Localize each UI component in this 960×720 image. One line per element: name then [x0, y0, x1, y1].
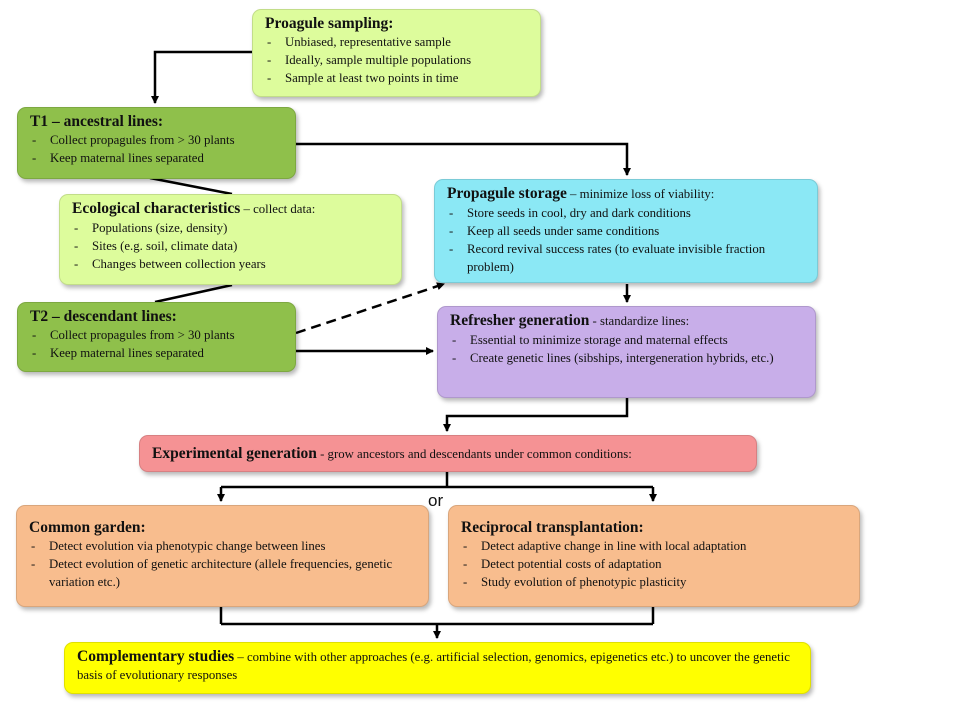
complementary-subtitle: – combine with other approaches (e.g. ar… [77, 650, 790, 682]
sampling-box: Proagule sampling: Unbiased, representat… [252, 9, 541, 97]
t2-box: T2 – descendant lines: Collect propagule… [17, 302, 296, 372]
list-item: Create genetic lines (sibships, intergen… [450, 349, 805, 367]
list-item: Keep maternal lines separated [30, 149, 285, 167]
t1-list: Collect propagules from > 30 plants Keep… [30, 131, 285, 167]
storage-subtitle: – minimize loss of viability: [566, 187, 715, 201]
complementary-box: Complementary studies – combine with oth… [64, 642, 811, 694]
t2-title: T2 – descendant lines: [30, 308, 177, 325]
list-item: Study evolution of phenotypic plasticity [461, 573, 849, 591]
common-garden-title: Common garden: [29, 519, 146, 536]
list-item: Unbiased, representative sample [265, 33, 530, 51]
refresher-heading: Refresher generation [450, 312, 590, 329]
experimental-heading: Experimental generation [152, 445, 317, 462]
experimental-title: Experimental generation - grow ancestors… [152, 444, 746, 464]
ecology-subtitle: – collect data: [240, 202, 316, 216]
list-item: Detect evolution of genetic architecture… [29, 555, 418, 591]
sampling-list: Unbiased, representative sample Ideally,… [265, 33, 530, 87]
list-item: Detect adaptive change in line with loca… [461, 537, 849, 555]
common-garden-box: Common garden: Detect evolution via phen… [16, 505, 429, 607]
experimental-subtitle: - grow ancestors and descendants under c… [316, 447, 632, 461]
storage-heading: Propagule storage [447, 185, 567, 202]
storage-title: Propagule storage – minimize loss of via… [447, 184, 807, 204]
list-item: Keep all seeds under same conditions [447, 222, 807, 240]
experimental-box: Experimental generation - grow ancestors… [139, 435, 757, 472]
refresher-box: Refresher generation - standardize lines… [437, 306, 816, 398]
sampling-title: Proagule sampling: [265, 15, 394, 32]
storage-list: Store seeds in cool, dry and dark condit… [447, 204, 807, 276]
refresher-subtitle: - standardize lines: [589, 314, 690, 328]
ecology-list: Populations (size, density) Sites (e.g. … [72, 219, 391, 273]
refresher-list: Essential to minimize storage and matern… [450, 331, 805, 367]
list-item: Record revival success rates (to evaluat… [447, 240, 807, 276]
ecology-heading: Ecological characteristics [72, 200, 241, 217]
ecology-title: Ecological characteristics – collect dat… [72, 199, 391, 219]
list-item: Keep maternal lines separated [30, 344, 285, 362]
list-item: Changes between collection years [72, 255, 391, 273]
arrow-t1-to-storage [296, 142, 631, 176]
ecology-box: Ecological characteristics – collect dat… [59, 194, 402, 285]
list-item: Sites (e.g. soil, climate data) [72, 237, 391, 255]
arrow-t2-to-storage-dashed [295, 282, 445, 335]
arrow-sampling-to-t1 [151, 50, 252, 104]
list-item: Collect propagules from > 30 plants [30, 131, 285, 149]
storage-box: Propagule storage – minimize loss of via… [434, 179, 818, 283]
arrow-refresher-to-experimental [443, 398, 629, 432]
list-item: Populations (size, density) [72, 219, 391, 237]
or-label: or [428, 491, 444, 510]
common-garden-list: Detect evolution via phenotypic change b… [29, 537, 418, 591]
list-item: Collect propagules from > 30 plants [30, 326, 285, 344]
refresher-title: Refresher generation - standardize lines… [450, 311, 805, 331]
list-item: Essential to minimize storage and matern… [450, 331, 805, 349]
reciprocal-title: Reciprocal transplantation: [461, 519, 644, 536]
t1-box: T1 – ancestral lines: Collect propagules… [17, 107, 296, 179]
complementary-heading: Complementary studies [77, 648, 235, 665]
list-item: Ideally, sample multiple populations [265, 51, 530, 69]
t1-title: T1 – ancestral lines: [30, 113, 164, 130]
connector-t1-ecology [149, 176, 233, 196]
reciprocal-list: Detect adaptive change in line with loca… [461, 537, 849, 591]
complementary-text: Complementary studies – combine with oth… [77, 647, 800, 684]
list-item: Sample at least two points in time [265, 69, 530, 87]
reciprocal-box: Reciprocal transplantation: Detect adapt… [448, 505, 860, 607]
list-item: Store seeds in cool, dry and dark condit… [447, 204, 807, 222]
t2-list: Collect propagules from > 30 plants Keep… [30, 326, 285, 362]
list-item: Detect potential costs of adaptation [461, 555, 849, 573]
list-item: Detect evolution via phenotypic change b… [29, 537, 418, 555]
connector-ecology-t2 [154, 283, 233, 304]
